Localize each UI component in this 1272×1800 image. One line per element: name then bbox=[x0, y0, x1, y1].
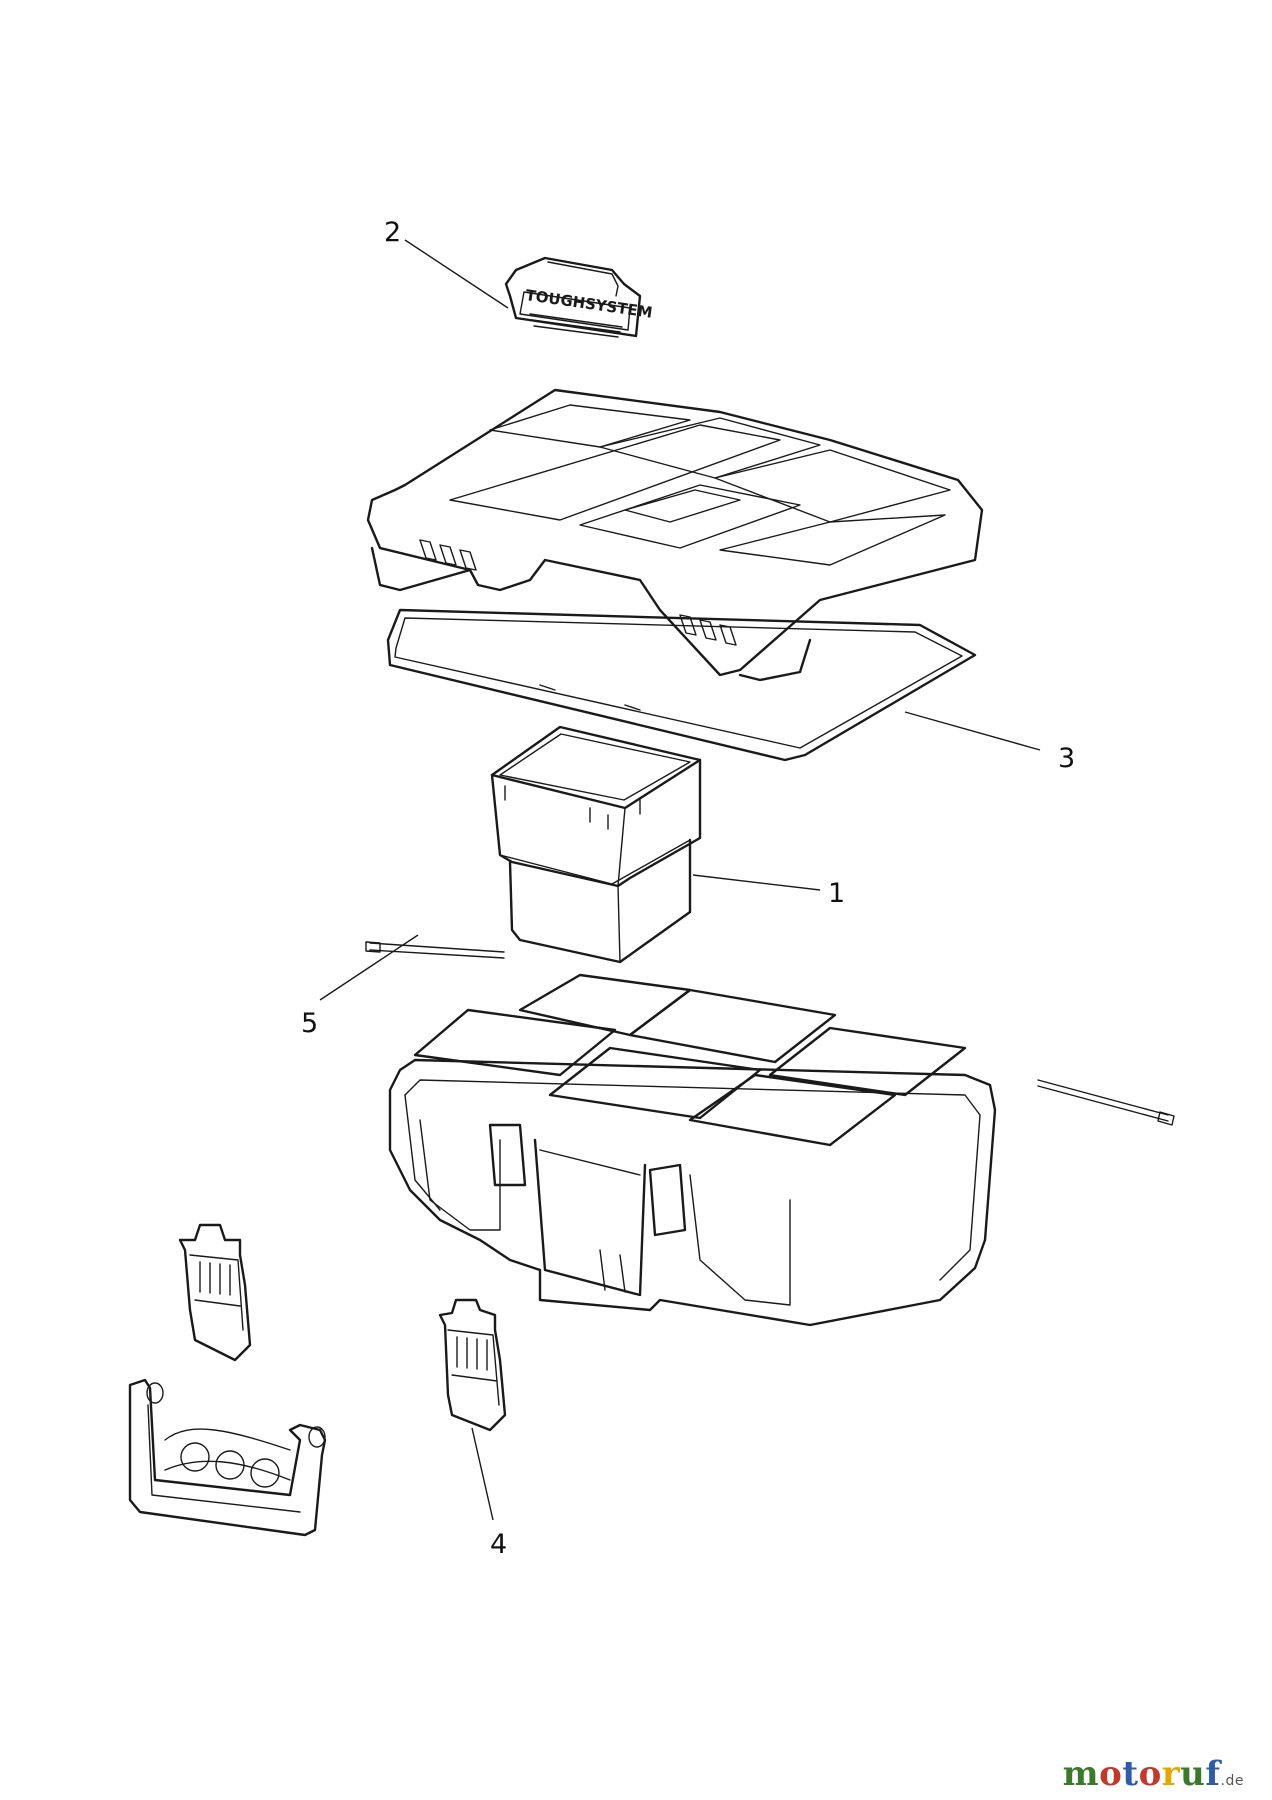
watermark-letter: m bbox=[1062, 1754, 1100, 1794]
watermark-suffix: .de bbox=[1220, 1773, 1244, 1789]
leader-lines bbox=[319, 239, 1041, 1521]
callout-labels: 2 3 1 5 4 bbox=[301, 217, 1075, 1560]
part-5-hinge-pins bbox=[365, 941, 1175, 1126]
callout-2: 2 bbox=[384, 217, 401, 248]
part-1-bin bbox=[490, 725, 702, 964]
callout-5: 5 bbox=[301, 1008, 318, 1039]
leader-2 bbox=[404, 239, 509, 309]
part-4-latches bbox=[178, 1223, 507, 1432]
part-2-badge: TOUGHSYSTEM bbox=[504, 256, 654, 338]
watermark-letter: o bbox=[1138, 1754, 1162, 1794]
leader-5 bbox=[319, 934, 419, 1001]
base-case bbox=[388, 973, 997, 1327]
callout-1: 1 bbox=[828, 878, 845, 909]
leader-3 bbox=[904, 711, 1041, 751]
watermark-letter: r bbox=[1161, 1754, 1181, 1794]
watermark-logo: motoruf.de bbox=[1063, 1754, 1244, 1794]
callout-3: 3 bbox=[1058, 743, 1075, 774]
carry-handle bbox=[128, 1378, 327, 1537]
watermark-letter: f bbox=[1205, 1754, 1221, 1794]
watermark-letter: t bbox=[1122, 1754, 1139, 1794]
leader-1 bbox=[692, 874, 821, 891]
watermark-letter: o bbox=[1099, 1754, 1123, 1794]
part-3-lid bbox=[366, 388, 984, 762]
leader-4 bbox=[471, 1427, 494, 1521]
watermark-letter: u bbox=[1180, 1754, 1206, 1794]
callout-4: 4 bbox=[490, 1529, 507, 1560]
